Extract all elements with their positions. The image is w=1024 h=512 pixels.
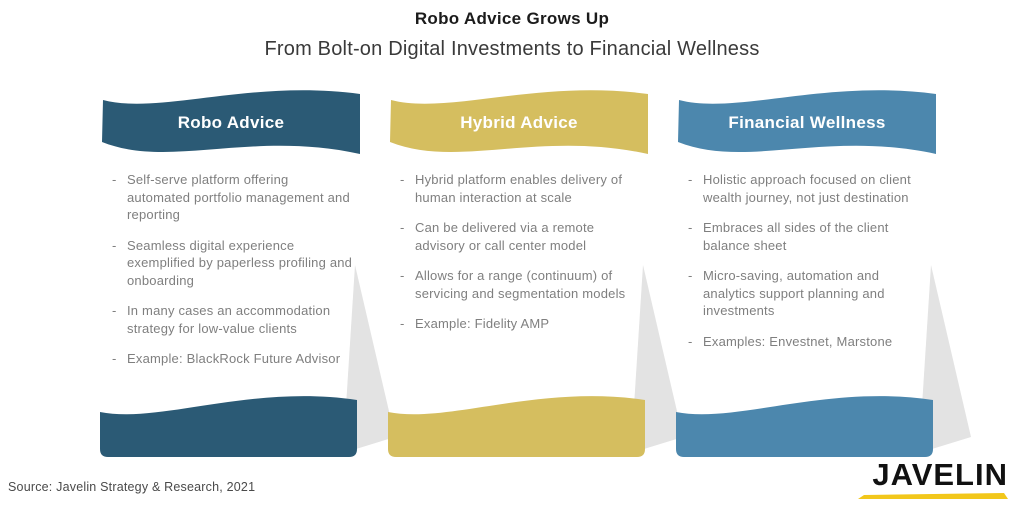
bullet-item: - Example: BlackRock Future Advisor [112, 350, 354, 368]
bullet-text: Micro-saving, automation and analytics s… [703, 268, 885, 318]
bullet-text: Examples: Envestnet, Marstone [703, 333, 893, 349]
bullet-text: Hybrid platform enables delivery of huma… [415, 172, 623, 205]
bullet-dash: - [688, 268, 693, 283]
bullet-dash: - [400, 220, 405, 235]
bullet-text: Example: BlackRock Future Advisor [127, 351, 341, 366]
bullet-text: Example: Fidelity AMP [415, 316, 550, 331]
card-header-banner [390, 90, 648, 154]
bullet-dash: - [112, 237, 117, 253]
bullet-item: - Micro-saving, automation and analytics… [688, 267, 930, 320]
bullet-item: - Self-serve platform offering automated… [112, 171, 354, 224]
source-attribution: Source: Javelin Strategy & Research, 202… [8, 480, 256, 494]
card-title: Robo Advice [177, 113, 285, 132]
bullet-item: - Seamless digital experience exemplifie… [112, 237, 354, 290]
bullet-text: Self-serve platform offering automated p… [127, 172, 350, 222]
card-financial-wellness: Financial Wellness - Holistic approach f… [676, 85, 971, 457]
bullet-dash: - [688, 220, 693, 235]
card-footer-wave [388, 396, 645, 457]
bullet-text: Embraces all sides of the client balance… [703, 220, 889, 253]
bullet-item: - Examples: Envestnet, Marstone [688, 333, 930, 351]
card-title: Hybrid Advice [460, 113, 578, 132]
bullet-dash: - [112, 172, 117, 187]
bullet-item: - Embraces all sides of the client balan… [688, 219, 930, 254]
bullet-item: - Can be delivered via a remote advisory… [400, 219, 642, 254]
card-title: Financial Wellness [728, 113, 886, 132]
bullet-item: - Holistic approach focused on client we… [688, 171, 930, 206]
card-hybrid-advice: Hybrid Advice - Hybrid platform enables … [388, 85, 683, 457]
page-title: Robo Advice Grows Up [414, 9, 610, 28]
bullet-item: - Hybrid platform enables delivery of hu… [400, 171, 642, 206]
bullet-text: Holistic approach focused on client weal… [703, 172, 911, 205]
bullet-dash: - [688, 172, 693, 187]
card-bullet-list: - Self-serve platform offering automated… [112, 171, 354, 381]
card-header-banner [102, 90, 360, 154]
javelin-logo-underline-icon [858, 493, 1008, 499]
bullet-item: - Allows for a range (continuum) of serv… [400, 267, 642, 302]
card-bullet-list: - Holistic approach focused on client we… [688, 171, 930, 363]
bullet-item: - Example: Fidelity AMP [400, 315, 642, 333]
bullet-dash: - [400, 268, 405, 283]
bullet-text: Can be delivered via a remote advisory o… [415, 220, 595, 253]
bullet-text: Allows for a range (continuum) of servic… [415, 268, 626, 301]
card-bullet-list: - Hybrid platform enables delivery of hu… [400, 171, 642, 346]
card-robo-advice: Robo Advice - Self-serve platform offeri… [100, 85, 395, 457]
bullet-dash: - [688, 333, 693, 349]
page-subtitle: From Bolt-on Digital Investments to Fina… [264, 38, 760, 60]
card-footer-wave [676, 396, 933, 457]
bullet-dash: - [400, 172, 405, 187]
bullet-item: - In many cases an accommodation strateg… [112, 302, 354, 337]
javelin-logo-text: JAVELIN [872, 457, 1008, 492]
bullet-text: Seamless digital experience exemplified … [127, 237, 353, 288]
javelin-logo: JAVELIN [858, 458, 1008, 500]
bullet-dash: - [112, 351, 117, 366]
bullet-dash: - [112, 303, 117, 318]
card-footer-wave [100, 396, 357, 457]
bullet-text: In many cases an accommodation strategy … [127, 303, 331, 336]
bullet-dash: - [400, 316, 405, 331]
card-header-banner [678, 90, 936, 154]
